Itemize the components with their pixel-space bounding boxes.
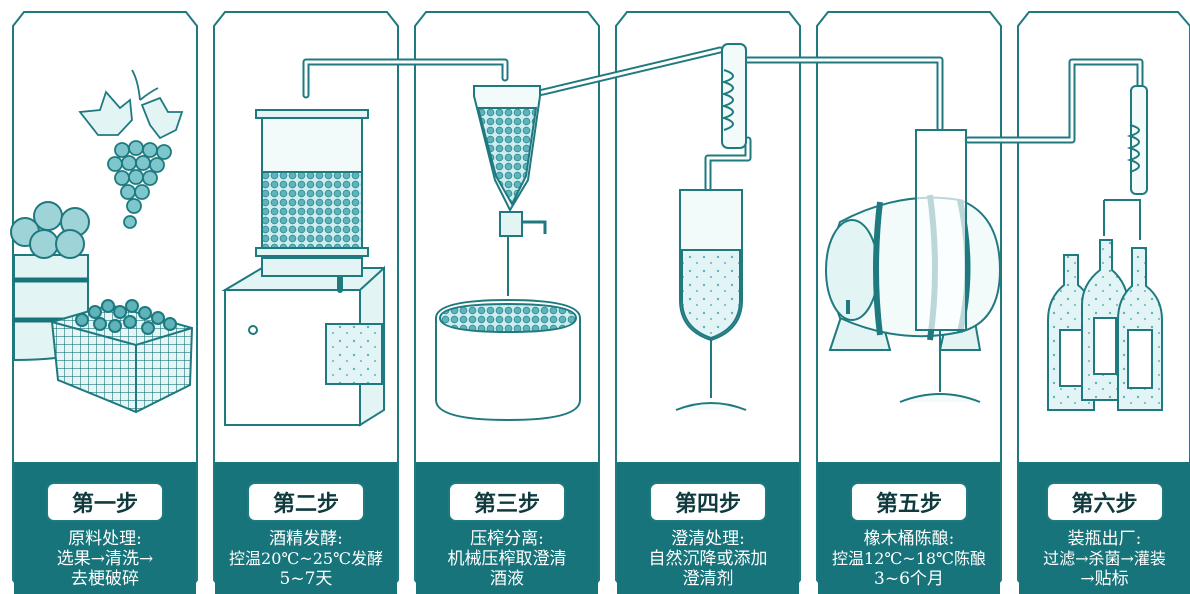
basket-icon <box>50 299 194 414</box>
step-1-line-2: 选果→清洗→ <box>56 549 154 569</box>
step-2-line-2: 控温20℃~25℃发酵 <box>229 549 383 568</box>
step-1-badge: 第一步 <box>46 482 164 522</box>
step-6-caption: 第六步 装瓶出厂: 过滤→杀菌→灌装 →贴标 <box>1019 462 1190 594</box>
step-5-line-3: 3~6个月 <box>874 569 944 589</box>
step-4-line-3: 澄清剂 <box>682 569 734 589</box>
clarification-glass-icon <box>675 43 747 411</box>
step-5-description: 橡木桶陈酿: 控温12℃~18℃陈酿 3~6个月 <box>832 529 986 589</box>
step-3-description: 压榨分离: 机械压榨取澄清 酒液 <box>448 529 567 589</box>
step-5-line-1: 橡木桶陈酿: <box>863 529 955 549</box>
step-4-description: 澄清处理: 自然沉降或添加 澄清剂 <box>649 529 768 589</box>
step-3-line-2: 机械压榨取澄清 <box>447 549 567 569</box>
step-4-line-1: 澄清处理: <box>671 529 745 549</box>
oak-barrel-icon <box>825 129 1002 403</box>
step-5-badge: 第五步 <box>850 482 968 522</box>
step-2-badge: 第二步 <box>247 482 365 522</box>
step-4-line-2: 自然沉降或添加 <box>648 549 768 569</box>
step-3-line-3: 酒液 <box>490 569 524 589</box>
step-3-badge: 第三步 <box>448 482 566 522</box>
bottling-icon <box>1047 85 1163 411</box>
step-1-line-3: 去梗破碎 <box>71 569 139 589</box>
fermentation-tank-icon <box>221 109 385 427</box>
grape-cluster-icon <box>78 69 184 229</box>
step-2-line-3: 5~7天 <box>279 569 333 589</box>
step-2-caption: 第二步 酒精发酵: 控温20℃~25℃发酵 5~7天 <box>215 462 397 594</box>
step-4-caption: 第四步 澄清处理: 自然沉降或添加 澄清剂 <box>617 462 799 594</box>
step-6-description: 装瓶出厂: 过滤→杀菌→灌装 →贴标 <box>1043 529 1166 589</box>
step-5-line-2: 控温12℃~18℃陈酿 <box>832 549 986 568</box>
wine-press-icon <box>435 85 581 422</box>
step-6-line-3: →贴标 <box>1080 569 1129 589</box>
step-1-description: 原料处理: 选果→清洗→ 去梗破碎 <box>57 529 154 589</box>
step-6-badge: 第六步 <box>1045 482 1164 522</box>
step-5-caption: 第五步 橡木桶陈酿: 控温12℃~18℃陈酿 3~6个月 <box>818 462 1000 594</box>
step-4-badge: 第四步 <box>649 482 767 522</box>
step-2-line-1: 酒精发酵: <box>269 529 343 549</box>
step-1-caption: 第一步 原料处理: 选果→清洗→ 去梗破碎 <box>14 462 196 594</box>
step-2-description: 酒精发酵: 控温20℃~25℃发酵 5~7天 <box>229 529 383 589</box>
step-6-line-2: 过滤→杀菌→灌装 <box>1043 549 1166 568</box>
step-6-line-1: 装瓶出厂: <box>1067 529 1142 549</box>
step-3-line-1: 压榨分离: <box>470 529 544 549</box>
step-1-line-1: 原料处理: <box>68 529 142 549</box>
step-3-caption: 第三步 压榨分离: 机械压榨取澄清 酒液 <box>416 462 598 594</box>
